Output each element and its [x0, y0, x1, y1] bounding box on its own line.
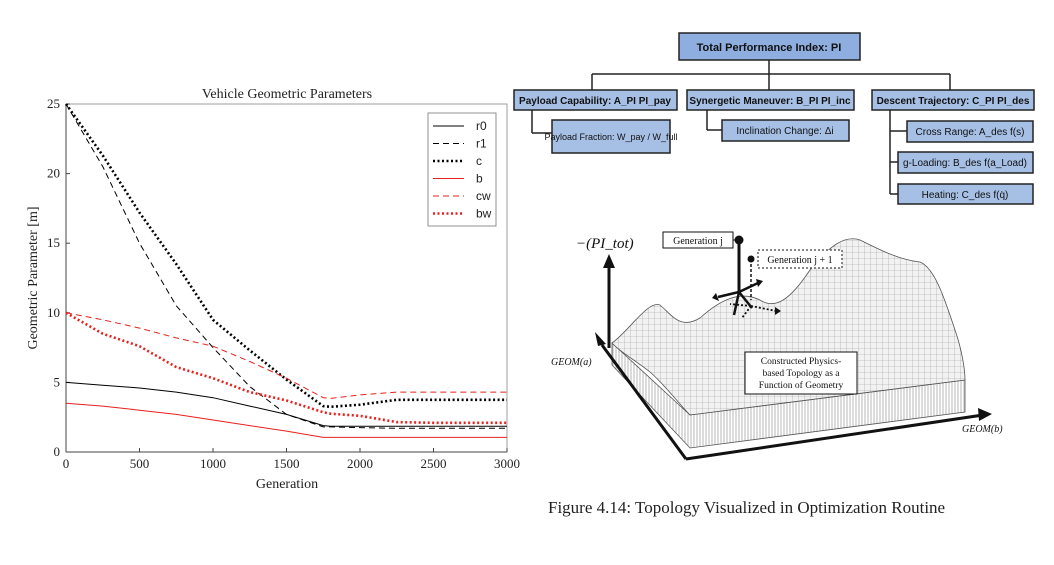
y-tick-label: 0: [54, 444, 61, 459]
generation-j-label: Generation j: [673, 236, 723, 247]
arrowhead-left: [712, 293, 719, 301]
surface-mesh: [611, 238, 966, 416]
y-axis-arrowhead: [978, 408, 992, 421]
cross-range-box: [906, 120, 1034, 143]
x-tick-label: 500: [130, 456, 150, 471]
series-line-bw: [65, 311, 507, 425]
chart-axes: 0 500 1000 1500 2000 2500 3000 0 5 10 15 20 25: [47, 96, 520, 471]
x-tick-label: 1000: [200, 456, 226, 471]
y-tick-label: 25: [47, 96, 60, 111]
legend-label-b: b: [476, 172, 483, 186]
root-label: Total Performance Index: PI: [697, 42, 842, 54]
x-axis-arrowhead: [595, 332, 606, 346]
payload-capability-label: Payload Capability: A_PI PI_pay: [519, 96, 671, 107]
arrowhead-dotted-right: [775, 307, 781, 315]
x-tick-label: 0: [63, 456, 70, 471]
x-tick-label: 2500: [421, 456, 447, 471]
figure-caption: Figure 4.14: Topology Visualized in Opti…: [548, 498, 946, 517]
inclination-change-box: [721, 119, 850, 142]
z-axis-arrowhead: [603, 254, 615, 268]
next-generation-arrows: [729, 303, 777, 319]
y-axis-label-geom-b: GEOM(b): [962, 424, 1003, 435]
series-line-r1: [65, 103, 507, 429]
topology-label-line2: based Topology as a: [763, 369, 841, 379]
legend-box: [427, 112, 497, 227]
payload-capability-box: [513, 89, 678, 111]
x-tick-label: 3000: [494, 456, 520, 471]
descent-trajectory-label: Descent Trajectory: C_PI PI_des: [877, 96, 1030, 107]
heating-box: [897, 183, 1034, 205]
cross-range-label: Cross Range: A_des f(s): [916, 127, 1025, 138]
y-tick-label: 20: [47, 166, 60, 181]
y-tick-label: 5: [54, 374, 61, 389]
chart-series: [64, 103, 507, 438]
topology-label-line3: Function of Geometry: [759, 380, 844, 391]
y-axis-label: Geometric Parameter [m]: [26, 206, 41, 349]
legend-label-r1: r1: [476, 137, 487, 151]
g-loading-box: [897, 151, 1034, 174]
descent-trajectory-box: [871, 89, 1035, 111]
x-tick-label: 2000: [347, 456, 373, 471]
series-line-cw: [65, 312, 507, 399]
series-line-b: [65, 402, 507, 438]
payload-fraction-label: Payload Fraction: W_pay / W_full: [544, 132, 677, 142]
x-axis-label: Generation: [256, 477, 318, 492]
arrowhead-right: [756, 279, 763, 287]
surface-axes: [600, 262, 984, 461]
z-axis-label: −(PI_tot): [576, 236, 634, 252]
chart-title: Vehicle Geometric Parameters: [202, 87, 372, 102]
hierarchy-connectors: [531, 60, 951, 195]
generation-j1-box: [757, 249, 843, 269]
legend-label-bw: bw: [476, 207, 492, 221]
inclination-change-label: Inclination Change: Δi: [736, 126, 833, 137]
y-tick-label: 10: [47, 305, 60, 320]
topology-label-box: [744, 351, 858, 395]
x-axis-label-geom-a: GEOM(a): [551, 357, 592, 368]
legend-label-r0: r0: [476, 119, 487, 133]
legend-label-cw: cw: [476, 189, 491, 203]
heating-label: Heating: C_des f(q̇): [922, 190, 1009, 201]
series-line-r0: [65, 381, 507, 427]
generation-j1-label: Generation j + 1: [767, 255, 832, 266]
x-tick-label: 1500: [274, 456, 300, 471]
synergetic-maneuver-box: [686, 89, 855, 111]
series-line-c: [64, 103, 507, 409]
y-tick-label: 15: [47, 235, 60, 250]
topology-label-line1: Constructed Physics-: [761, 357, 841, 367]
legend-label-c: c: [476, 154, 482, 168]
root-box: [678, 32, 861, 61]
chart-legend: r0 r1 cb cw bw: [427, 112, 497, 227]
payload-fraction-box: [551, 119, 671, 154]
synergetic-maneuver-label: Synergetic Maneuver: B_PI PI_inc: [689, 96, 851, 107]
g-loading-label: g-Loading: B_des f(a_Load): [903, 158, 1027, 169]
